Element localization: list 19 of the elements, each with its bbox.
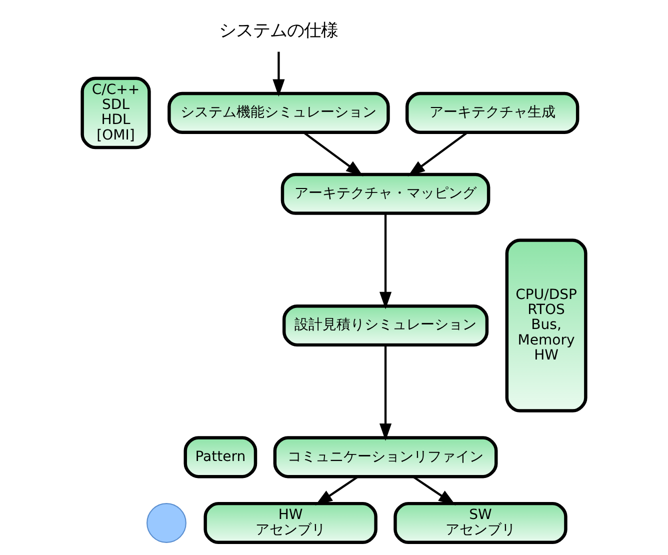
arrow (379, 345, 392, 441)
node-box: C/C++ SDL HDL [OMI] (80, 76, 151, 150)
node-box: Pattern (184, 436, 258, 478)
node-box: 設計見積りシミュレーション (282, 304, 489, 347)
arrow (303, 132, 364, 176)
node-box: アーキテクチャ・マッピング (280, 172, 490, 215)
node-box: コミュニケーションリファイン (273, 436, 498, 478)
node-box: アーキテクチャ生成 (405, 92, 580, 134)
node-box: HW アセンブリ (204, 502, 378, 544)
arrow (315, 476, 359, 506)
arrow (408, 132, 468, 176)
node-box: CPU/DSP RTOS Bus, Memory HW (505, 238, 588, 412)
node-circle (146, 503, 186, 543)
arrow (379, 214, 392, 310)
node-box: SW アセンブリ (394, 502, 568, 544)
node-text: システムの仕様 (219, 21, 338, 42)
arrow (412, 476, 456, 506)
node-box: システム機能シミュレーション (168, 92, 390, 134)
arrow (272, 52, 285, 97)
